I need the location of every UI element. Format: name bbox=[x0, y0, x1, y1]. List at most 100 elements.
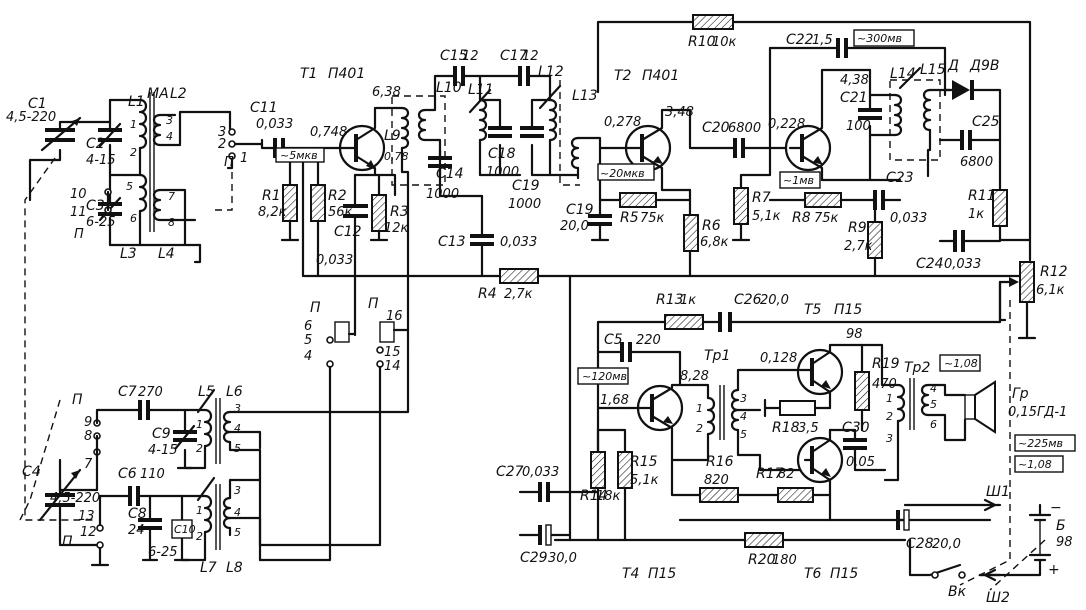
label-c23-value: 0,033 bbox=[890, 211, 927, 226]
label-tr1: Тр1 bbox=[704, 348, 730, 364]
label-c9: C9 bbox=[152, 426, 171, 442]
label-c6-value: 110 bbox=[140, 467, 165, 482]
label-l7-pin2: 2 bbox=[196, 530, 203, 543]
label-t5-type: П15 bbox=[834, 302, 862, 318]
label-l8-pin5: 5 bbox=[234, 526, 241, 539]
t3-stage bbox=[692, 14, 1037, 340]
label-swp4: П bbox=[368, 296, 379, 312]
label-tr2-pin3: 3 bbox=[886, 432, 893, 445]
label-c14-value: 1000 bbox=[426, 187, 459, 202]
label-c11-value: 0,033 bbox=[256, 117, 293, 132]
label-n6: 6 bbox=[130, 212, 137, 225]
label-ma: MA bbox=[147, 86, 169, 102]
label-c8: C8 bbox=[128, 506, 147, 522]
label-l9: L9 bbox=[384, 128, 401, 144]
input-circuit bbox=[28, 92, 264, 264]
label-v0748: 0,748 bbox=[310, 125, 347, 140]
label-tr1-pin3: 3 bbox=[740, 392, 747, 405]
label-m108b: ~1,08 bbox=[1018, 458, 1052, 471]
label-c19: C19 bbox=[566, 202, 594, 218]
label-sw6: 6 bbox=[304, 319, 312, 334]
label-sw4: 4 bbox=[304, 349, 312, 364]
label-c17: C17 bbox=[500, 48, 528, 64]
label-r12-value: 6,1к bbox=[1036, 283, 1065, 298]
label-c13: C13 bbox=[438, 234, 466, 250]
label-l6: L6 bbox=[226, 384, 243, 400]
label-c14: C14 bbox=[436, 166, 464, 182]
label-t6: T6 bbox=[804, 566, 822, 582]
label-c15: C15 bbox=[440, 48, 468, 64]
label-r18-value: 3,5 bbox=[798, 421, 819, 436]
label-c25-value: 6800 bbox=[960, 155, 993, 170]
label-c3: C3 bbox=[86, 198, 105, 214]
label-tr1-pin2: 2 bbox=[696, 422, 703, 435]
label-c3-value: 6-25 bbox=[86, 215, 116, 230]
label-l2: L2 bbox=[170, 86, 187, 102]
label-c8-value: 24 bbox=[128, 523, 145, 538]
label-r19: R19 bbox=[872, 356, 900, 372]
label-v0228: 0,228 bbox=[768, 117, 805, 132]
label-c19a: C19 bbox=[512, 178, 540, 194]
label-gr: Гр bbox=[1012, 386, 1029, 402]
label-tr1-pin1: 1 bbox=[696, 402, 703, 415]
label-tr2-pin4: 4 bbox=[930, 382, 937, 395]
label-l7: L7 bbox=[200, 560, 217, 576]
label-sw5: 5 bbox=[304, 333, 312, 348]
label-r4-value: 2,7к bbox=[504, 287, 533, 302]
label-t4: T4 bbox=[622, 566, 639, 582]
label-sw11: 11 bbox=[70, 205, 87, 220]
label-m108a: ~1,08 bbox=[944, 357, 978, 370]
label-c10-value: 6-25 bbox=[148, 545, 178, 560]
label-r16: R16 bbox=[706, 454, 734, 470]
label-l14: L14 bbox=[890, 66, 916, 82]
label-v0278: 0,278 bbox=[604, 115, 641, 130]
label-tr2-pin6: 6 bbox=[930, 418, 937, 431]
label-v078: 0,78 bbox=[384, 150, 409, 163]
label-r16-value: 820 bbox=[704, 473, 729, 488]
audio-amplifier bbox=[518, 280, 1052, 582]
label-l12: L12 bbox=[538, 64, 564, 80]
label-n5: 5 bbox=[126, 180, 133, 193]
label-c28-value: 20,0 bbox=[932, 537, 961, 552]
label-c13-value: 0,033 bbox=[500, 235, 537, 250]
label-tr2: Тр2 bbox=[904, 360, 930, 376]
bus-wires bbox=[301, 20, 1032, 542]
label-r18: R18 bbox=[772, 420, 800, 436]
label-c27: C27 bbox=[496, 464, 524, 480]
label-r9: R9 bbox=[848, 220, 867, 236]
label-d: Д bbox=[947, 58, 959, 74]
label-c20-value: 6800 bbox=[728, 121, 761, 136]
label-r15-value: 5,1к bbox=[630, 473, 659, 488]
label-r8: R8 bbox=[792, 210, 811, 226]
label-l5: L5 bbox=[198, 384, 215, 400]
label-battery: Б bbox=[1056, 518, 1066, 534]
label-vk: Вк bbox=[948, 584, 967, 600]
label-gr-type: 0,15ГД-1 bbox=[1008, 405, 1067, 420]
label-c2-value: 4-15 bbox=[86, 153, 116, 168]
label-l8-pin3: 3 bbox=[234, 484, 241, 497]
label-r6-value: 6,8к bbox=[700, 235, 729, 250]
label-c7: C7 bbox=[118, 384, 137, 400]
label-c18-value: 1000 bbox=[486, 165, 519, 180]
label-m120: ~120мв bbox=[582, 370, 627, 383]
label-l10: L10 bbox=[436, 80, 462, 96]
label-r13-value: 1к bbox=[680, 293, 696, 308]
label-r8-value: 75к bbox=[814, 211, 839, 226]
label-c19a-value: 1000 bbox=[508, 197, 541, 212]
label-tr1-pin5: 5 bbox=[740, 428, 747, 441]
label-r1: R1 bbox=[262, 188, 281, 204]
label-l6-pin4: 4 bbox=[234, 422, 241, 435]
label-c12: C12 bbox=[334, 224, 362, 240]
label-c25: C25 bbox=[972, 114, 1000, 130]
label-c1: C1 bbox=[28, 96, 47, 112]
label-t2: T2 bbox=[614, 68, 632, 84]
label-swp1: П bbox=[74, 227, 84, 242]
label-diode-type: Д9В bbox=[969, 58, 999, 74]
label-r20-value: 180 bbox=[772, 553, 797, 568]
label-v348: 3,48 bbox=[665, 105, 694, 120]
label-r1-value: 8,2к bbox=[258, 205, 287, 220]
label-swp2: П bbox=[224, 155, 234, 170]
label-battery-value: 98 bbox=[1056, 535, 1073, 550]
label-t4-type: П15 bbox=[648, 566, 676, 582]
